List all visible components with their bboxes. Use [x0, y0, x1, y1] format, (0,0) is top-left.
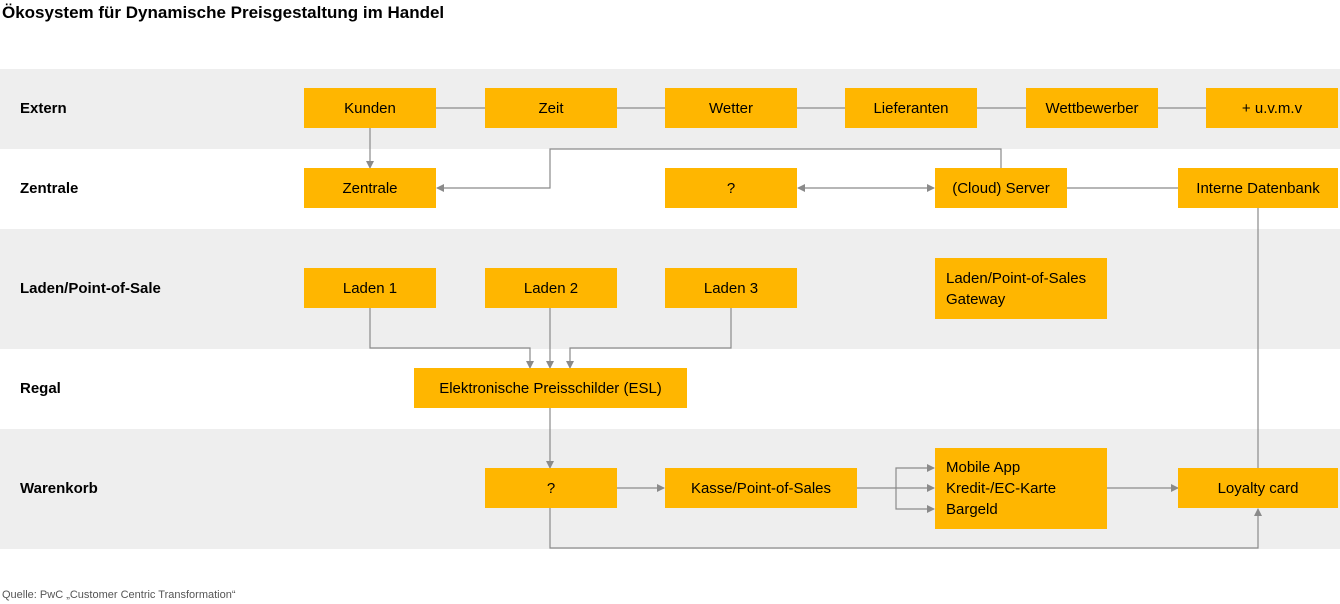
box-laden-1: Laden 1	[304, 268, 436, 308]
gateway-line-2: Gateway	[946, 290, 1006, 308]
payment-cash: Bargeld	[946, 501, 998, 518]
box-cloud-server: (Cloud) Server	[935, 168, 1067, 208]
connector-question-loyalty	[549, 508, 1262, 549]
gateway-line-1: Laden/Point-of-Sales	[946, 269, 1087, 287]
box-zentrale: Zentrale	[304, 168, 436, 208]
box-loyalty-card: Loyalty card	[1178, 468, 1338, 508]
payment-card: Kredit-/EC-Karte	[946, 480, 1057, 497]
box-interne-datenbank: Interne Datenbank	[1178, 168, 1338, 208]
connector-payment-mobile	[895, 464, 935, 488]
row-label-warenkorb: Warenkorb	[20, 480, 98, 497]
connector-laden3-esl	[566, 308, 732, 369]
box-wetter: Wetter	[665, 88, 797, 128]
box-kasse: Kasse/Point-of-Sales	[665, 468, 857, 508]
box-uvmv: + u.v.m.v	[1206, 88, 1338, 128]
box-question-bottom: ?	[485, 468, 617, 508]
box-payment-methods: Mobile App Kredit-/EC-Karte Bargeld	[935, 448, 1107, 529]
box-zeit: Zeit	[485, 88, 617, 128]
row-label-regal: Regal	[20, 380, 61, 397]
box-kunden: Kunden	[304, 88, 436, 128]
box-laden-3: Laden 3	[665, 268, 797, 308]
payment-mobile-app: Mobile App	[946, 459, 1021, 476]
box-lieferanten: Lieferanten	[845, 88, 977, 128]
connector-payment-cash	[895, 488, 935, 513]
diagram-title: Ökosystem für Dynamische Preisgestaltung…	[2, 3, 445, 22]
connector-server-zentrale	[436, 148, 1002, 192]
box-question-top: ?	[665, 168, 797, 208]
box-gateway: Laden/Point-of-Sales Gateway	[935, 258, 1107, 319]
row-label-laden: Laden/Point-of-Sale	[20, 280, 161, 297]
row-label-extern: Extern	[20, 100, 67, 117]
row-label-zentrale: Zentrale	[20, 180, 79, 197]
connector-laden1-esl	[369, 308, 534, 369]
box-laden-2: Laden 2	[485, 268, 617, 308]
source-note: Quelle: PwC „Customer Centric Transforma…	[2, 589, 236, 601]
box-wettbewerber: Wettbewerber	[1026, 88, 1158, 128]
box-esl: Elektronische Preisschilder (ESL)	[414, 368, 687, 408]
